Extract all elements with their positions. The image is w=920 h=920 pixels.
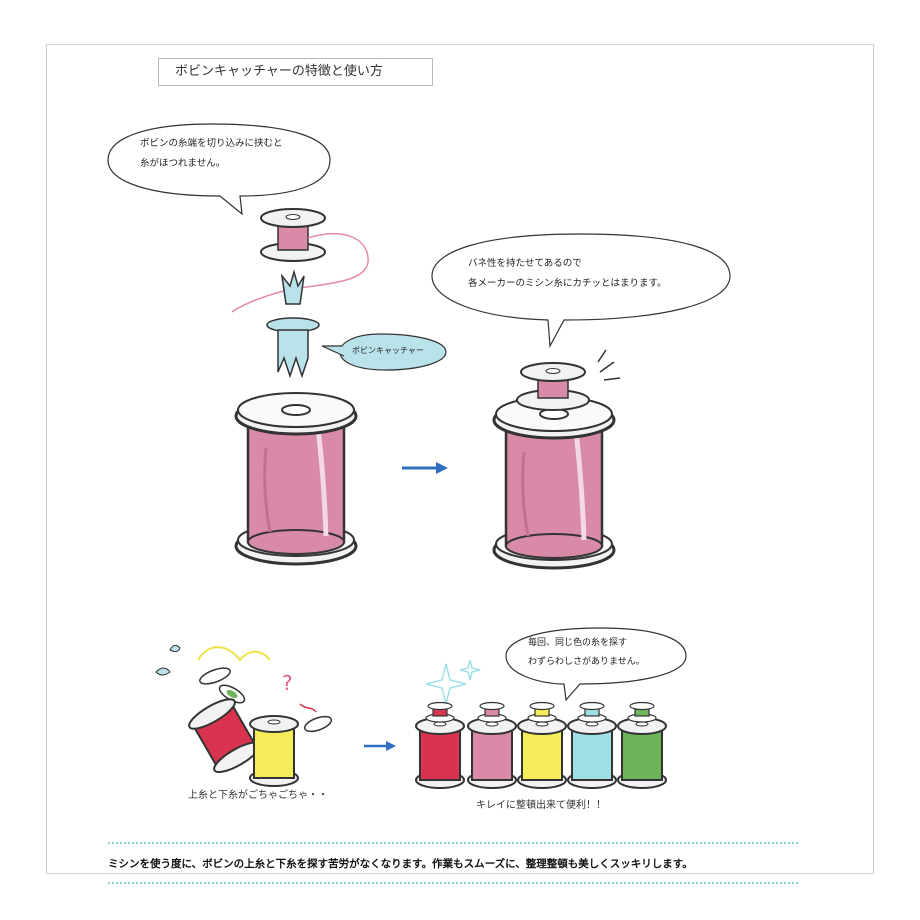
question-mark-icon: ? xyxy=(282,671,293,695)
bobbin-icon xyxy=(231,208,369,313)
organized-spools xyxy=(415,701,667,789)
arrow-right-icon xyxy=(402,462,448,474)
divider-bottom xyxy=(108,882,798,884)
bubble-top-left-line2: 糸がほつれません。 xyxy=(140,158,226,169)
speech-bubble-top-left xyxy=(107,123,331,216)
bubble-bottom-right-line1: 毎回、同じ色の糸を探す xyxy=(528,638,628,648)
bubble-bottom-right-line2: わずらわしさがありません。 xyxy=(528,657,645,667)
sparkle-icon xyxy=(425,659,481,705)
messy-spools: ? xyxy=(155,644,333,787)
bubble-top-right-line1: バネ性を持たせてあるので xyxy=(468,258,582,269)
caption-right: キレイに整頓出来て便利！！ xyxy=(476,800,606,811)
page-title: ボビンキャッチャーの特徴と使い方 xyxy=(158,58,433,86)
speech-bubble-bottom-right xyxy=(505,627,687,702)
arrow-right-icon-small xyxy=(364,741,396,751)
caption-left: 上糸と下糸がごちゃごちゃ・・ xyxy=(188,790,328,801)
spool-icon-right xyxy=(494,349,621,568)
spool-icon-left xyxy=(236,393,356,564)
catcher-label-bubble xyxy=(321,333,447,371)
speech-bubble-top-right xyxy=(431,233,731,349)
bubble-bottom-right-text: 毎回、同じ色の糸を探す わずらわしさがありません。 xyxy=(528,634,645,672)
bubble-top-right-line2: 各メーカーのミシン糸にカチッとはまります。 xyxy=(468,278,667,289)
bubble-top-left-text: ボビンの糸端を切り込みに挟むと 糸がほつれません。 xyxy=(140,134,283,174)
bottom-note: ミシンを使う度に、ボビンの上糸と下糸を探す苦労がなくなります。作業もスムーズに、… xyxy=(108,858,693,870)
bubble-top-left-line1: ボビンの糸端を切り込みに挟むと xyxy=(140,138,283,149)
bobbin-catcher-icon xyxy=(266,269,320,379)
bubble-top-right-text: バネ性を持たせてあるので 各メーカーのミシン糸にカチッとはまります。 xyxy=(468,254,667,294)
divider-top xyxy=(108,842,798,844)
catcher-label: ボビンキャッチャー xyxy=(352,346,424,355)
